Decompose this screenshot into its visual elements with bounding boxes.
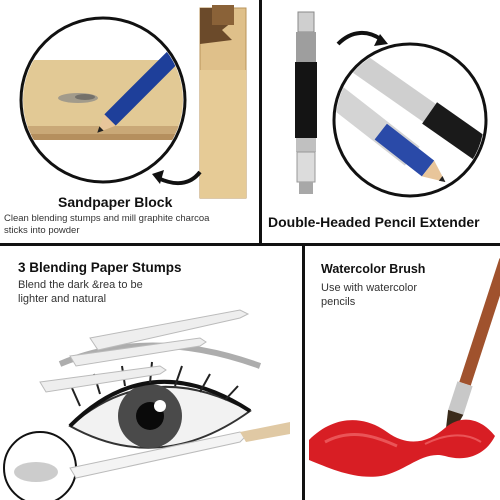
sandpaper-desc-line1: Clean blending stumps and mill graphite … <box>4 213 210 224</box>
stumps-desc-line1: Blend the dark &rea to be <box>18 279 143 291</box>
brush-desc-line1: Use with watercolor <box>321 282 417 294</box>
extender-illustration <box>295 11 488 198</box>
stumps-panel: 3 Blending Paper Stumps Blend the dark &… <box>0 246 302 500</box>
brush-desc-line2: pencils <box>321 296 356 308</box>
brush-panel: Watercolor Brush Use with watercolor pen… <box>305 246 500 500</box>
stumps-desc-line2: lighter and natural <box>18 293 107 305</box>
sandpaper-panel: Sandpaper Block Clean blending stumps an… <box>0 0 259 243</box>
vertical-divider-bottom <box>302 246 305 500</box>
vertical-divider-top <box>259 0 262 245</box>
horizontal-divider <box>0 243 500 246</box>
brush-illustration <box>309 258 500 477</box>
stumps-title: 3 Blending Paper Stumps <box>18 260 182 275</box>
extender-title: Double-Headed Pencil Extender <box>268 214 480 230</box>
sandpaper-desc-line2: sticks into powder <box>4 225 80 236</box>
stumps-illustration <box>3 309 290 500</box>
sandpaper-title: Sandpaper Block <box>58 194 173 210</box>
sandpaper-illustration <box>19 5 247 199</box>
brush-title: Watercolor Brush <box>321 262 426 276</box>
extender-panel: Double-Headed Pencil Extender <box>262 0 500 243</box>
